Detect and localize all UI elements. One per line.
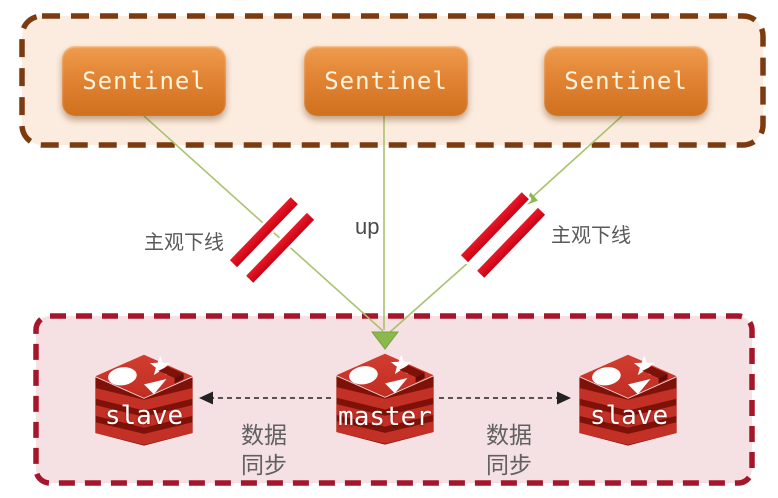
sentinel-node-2: Sentinel [304, 46, 468, 116]
sync-arrowhead-left-icon [199, 391, 213, 405]
sentinel-node-1: Sentinel [62, 46, 226, 116]
data-sync-label-right: 数据 同步 [486, 422, 532, 478]
arrowhead-to-master-icon [370, 331, 400, 350]
sentinel-node-3: Sentinel [544, 46, 708, 116]
sentinel-node-1-label: Sentinel [82, 67, 206, 95]
break-mark-left-icon [227, 194, 317, 286]
monitor-line-right-upper [527, 115, 623, 202]
master-label: master [338, 402, 432, 432]
subjective-offline-label-right: 主观下线 [551, 225, 631, 247]
slave-left-label: slave [104, 401, 184, 431]
slave-right-label: slave [589, 401, 669, 431]
monitor-line-right-lower [389, 252, 480, 333]
sync-arrowhead-right-icon [557, 391, 571, 405]
sentinel-node-3-label: Sentinel [564, 67, 688, 95]
subjective-offline-label-left: 主观下线 [144, 232, 224, 254]
break-mark-right-icon [458, 189, 548, 281]
up-label: up [355, 214, 380, 239]
sentinel-node-2-label: Sentinel [324, 67, 448, 95]
data-sync-label-left: 数据 同步 [241, 422, 287, 478]
